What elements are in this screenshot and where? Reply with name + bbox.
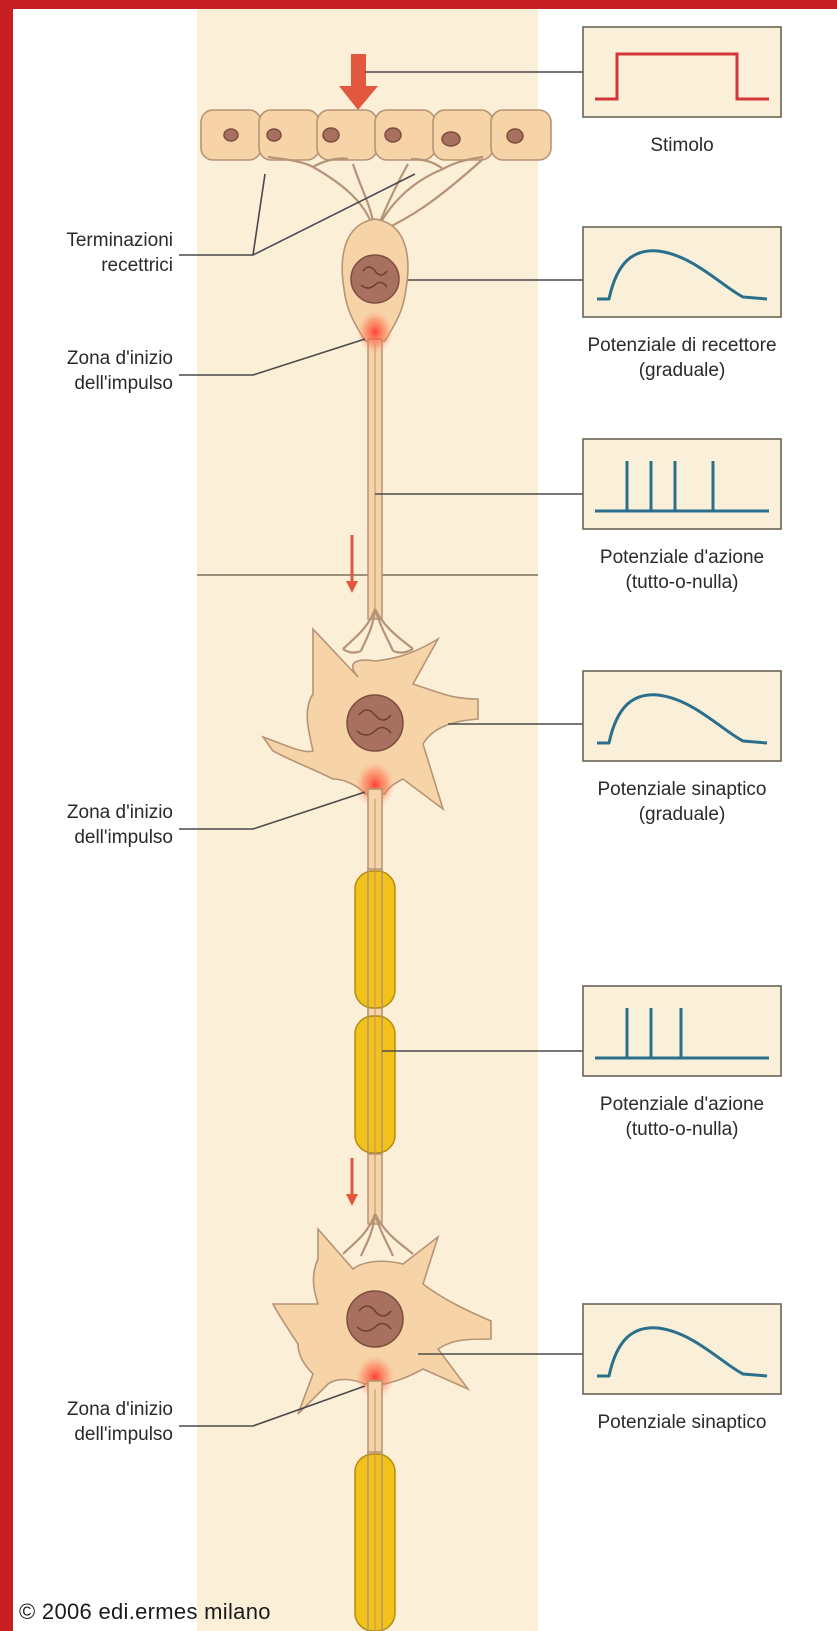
panel-box bbox=[583, 227, 781, 317]
signal-panel: Potenziale sinaptico (graduale) bbox=[583, 671, 781, 825]
label-text: recettrici bbox=[101, 255, 173, 276]
panel-title: Potenziale sinaptico bbox=[598, 779, 767, 800]
label-text: Zona d'inizio bbox=[67, 1399, 173, 1420]
panel-subtitle: (tutto-o-nulla) bbox=[626, 572, 739, 593]
label-text: Zona d'inizio bbox=[67, 802, 173, 823]
nucleus bbox=[347, 1291, 403, 1347]
signal-panel: Potenziale d'azione (tutto-o-nulla) bbox=[583, 439, 781, 593]
signal-panel: Potenziale sinaptico bbox=[583, 1304, 781, 1433]
label-text: Zona d'inizio bbox=[67, 348, 173, 369]
neuron-signal-diagram: Terminazioni recettrici Zona d'inizio de… bbox=[13, 9, 837, 1631]
panel-subtitle: (tutto-o-nulla) bbox=[626, 1119, 739, 1140]
nucleus bbox=[351, 255, 399, 303]
epithelial-cells bbox=[201, 110, 551, 160]
label-text: dell'impulso bbox=[74, 827, 173, 848]
panel-title: Stimolo bbox=[650, 135, 713, 156]
signal-panel: Stimolo bbox=[583, 27, 781, 156]
signal-panel: Potenziale di recettore (graduale) bbox=[583, 227, 781, 381]
panel-box bbox=[583, 439, 781, 529]
panel-title: Potenziale di recettore bbox=[587, 335, 776, 356]
label-text: dell'impulso bbox=[74, 373, 173, 394]
nucleus bbox=[347, 695, 403, 751]
panel-box bbox=[583, 671, 781, 761]
signal-panel: Potenziale d'azione (tutto-o-nulla) bbox=[583, 986, 781, 1140]
diagram-frame: Terminazioni recettrici Zona d'inizio de… bbox=[13, 9, 837, 1631]
panel-title: Potenziale d'azione bbox=[600, 1094, 764, 1115]
copyright-notice: © 2006 edi.ermes milano bbox=[19, 1599, 271, 1624]
panel-title: Potenziale d'azione bbox=[600, 547, 764, 568]
label-text: Terminazioni bbox=[66, 230, 173, 251]
panel-subtitle: (graduale) bbox=[639, 360, 726, 381]
panel-subtitle: (graduale) bbox=[639, 804, 726, 825]
label-text: dell'impulso bbox=[74, 1424, 173, 1445]
panel-title: Potenziale sinaptico bbox=[598, 1412, 767, 1433]
panel-box bbox=[583, 1304, 781, 1394]
panel-box bbox=[583, 27, 781, 117]
impulse-zone-hotspot bbox=[357, 310, 393, 354]
